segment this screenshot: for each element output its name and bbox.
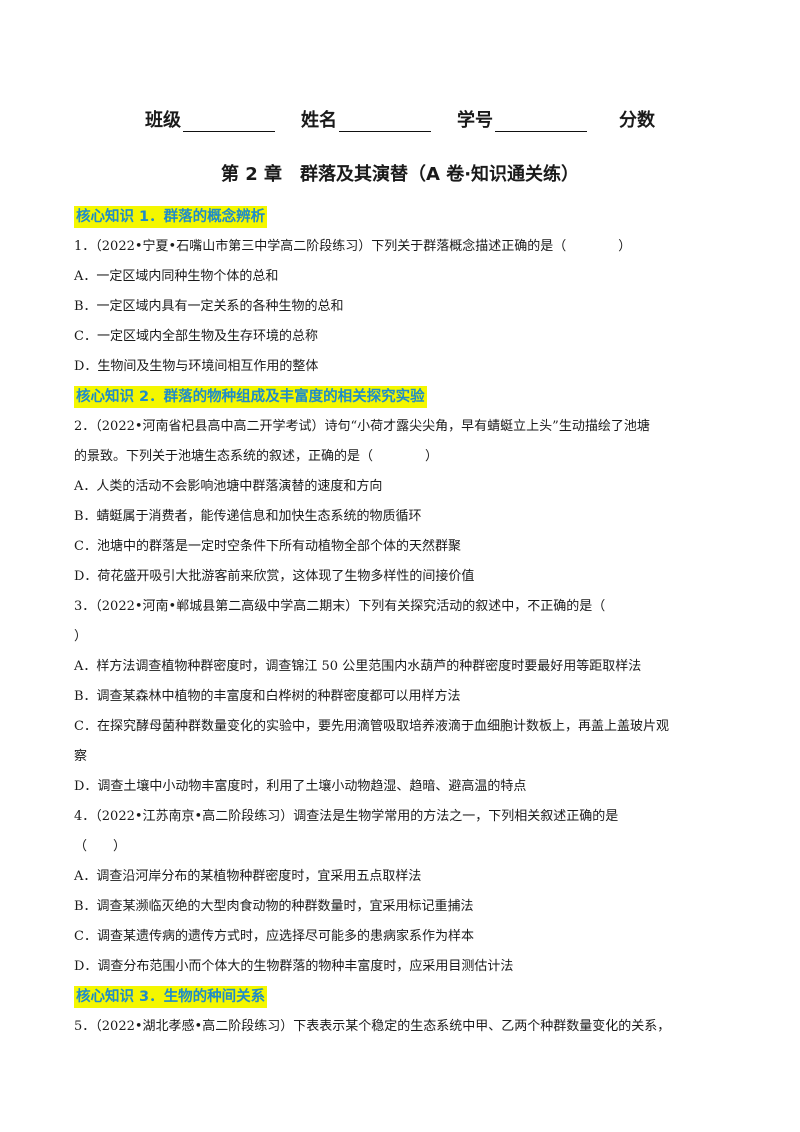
question-5: 5．（2022•湖北孝感•高二阶段练习）下表表示某个稳定的生态系统中甲、乙两个种… xyxy=(74,1012,734,1042)
section-heading: 核心知识 2．群落的物种组成及丰富度的相关探究实验 xyxy=(74,386,427,408)
option-d: D．荷花盛开吸引大批游客前来欣赏，这体现了生物多样性的间接价值 xyxy=(74,569,475,584)
section-heading: 核心知识 1．群落的概念辨析 xyxy=(74,206,268,228)
question-stem-line-1: 4．（2022•江苏南京•高二阶段练习）调查法是生物学常用的方法之一，下列相关叙… xyxy=(74,809,619,824)
option-a: A．调查沿河岸分布的某植物种群密度时，宜采用五点取样法 xyxy=(74,869,422,884)
option-a: A．样方法调查植物种群密度时，调查锦江 50 公里范围内水葫芦的种群密度时要最好… xyxy=(74,659,642,674)
option-a: A．人类的活动不会影响池塘中群落演替的速度和方向 xyxy=(74,479,383,494)
question-stem-line-2: （ ） xyxy=(74,839,127,854)
option-d: D．调查分布范围小而个体大的生物群落的物种丰富度时，应采用目测估计法 xyxy=(74,959,514,974)
option-d: D．调查土壤中小动物丰富度时，利用了土壤小动物趋湿、趋暗、避高温的特点 xyxy=(74,779,527,794)
question-2: 2．（2022•河南省杞县高中高二开学考试）诗句“小荷才露尖尖角，早有蜻蜓立上头… xyxy=(74,412,734,592)
question-stem-line-2: ） xyxy=(74,629,88,644)
section-2: 核心知识 2．群落的物种组成及丰富度的相关探究实验 xyxy=(74,382,734,412)
option-a: A．一定区域内同种生物个体的总和 xyxy=(74,269,279,284)
question-stem-line-1: 3．（2022•河南•郸城县第二高级中学高二期末）下列有关探究活动的叙述中，不正… xyxy=(74,599,606,614)
name-label: 姓名 xyxy=(301,110,337,131)
student-info-row: 班级 姓名 学号 分数 xyxy=(0,106,800,132)
id-blank[interactable] xyxy=(495,113,587,132)
option-c: C．池塘中的群落是一定时空条件下所有动植物全部个体的天然群聚 xyxy=(74,539,461,554)
document-content: 核心知识 1．群落的概念辨析 1．（2022•宁夏•石嘴山市第三中学高二阶段练习… xyxy=(74,202,734,1042)
option-b: B．蜻蜓属于消费者，能传递信息和加快生态系统的物质循环 xyxy=(74,509,422,524)
name-field: 姓名 xyxy=(301,106,431,132)
question-4: 4．（2022•江苏南京•高二阶段练习）调查法是生物学常用的方法之一，下列相关叙… xyxy=(74,802,734,982)
id-label: 学号 xyxy=(457,110,493,131)
section-3: 核心知识 3．生物的种间关系 xyxy=(74,982,734,1012)
class-label: 班级 xyxy=(145,110,181,131)
score-label: 分数 xyxy=(619,110,655,131)
option-c: C．调查某遗传病的遗传方式时，应选择尽可能多的患病家系作为样本 xyxy=(74,929,474,944)
score-field: 分数 xyxy=(619,106,655,132)
section-heading: 核心知识 3．生物的种间关系 xyxy=(74,986,268,1008)
class-field: 班级 xyxy=(145,106,275,132)
question-stem-line-1: 5．（2022•湖北孝感•高二阶段练习）下表表示某个稳定的生态系统中甲、乙两个种… xyxy=(74,1019,671,1034)
page-title: 第 2 章 群落及其演替（A 卷·知识通关练） xyxy=(220,164,580,185)
id-field: 学号 xyxy=(457,106,587,132)
question-stem-line-2: 的景致。下列关于池塘生态系统的叙述，正确的是（ ） xyxy=(74,449,439,464)
question-stem-line-1: 2．（2022•河南省杞县高中高二开学考试）诗句“小荷才露尖尖角，早有蜻蜓立上头… xyxy=(74,419,650,434)
question-3: 3．（2022•河南•郸城县第二高级中学高二期末）下列有关探究活动的叙述中，不正… xyxy=(74,592,734,802)
class-blank[interactable] xyxy=(183,113,275,132)
option-c-continued: 察 xyxy=(74,749,88,764)
question-1: 1．（2022•宁夏•石嘴山市第三中学高二阶段练习）下列关于群落概念描述正确的是… xyxy=(74,232,734,382)
question-stem: 1．（2022•宁夏•石嘴山市第三中学高二阶段练习）下列关于群落概念描述正确的是… xyxy=(74,239,632,254)
option-b: B．调查某森林中植物的丰富度和白桦树的种群密度都可以用样方法 xyxy=(74,689,461,704)
option-d: D．生物间及生物与环境间相互作用的整体 xyxy=(74,359,319,374)
name-blank[interactable] xyxy=(339,113,431,132)
option-b: B．调查某濒临灭绝的大型肉食动物的种群数量时，宜采用标记重捕法 xyxy=(74,899,474,914)
option-c: C．一定区域内全部生物及生存环境的总称 xyxy=(74,329,318,344)
option-b: B．一定区域内具有一定关系的各种生物的总和 xyxy=(74,299,344,314)
option-c: C．在探究酵母菌种群数量变化的实验中，要先用滴管吸取培养液滴于血细胞计数板上，再… xyxy=(74,719,669,734)
section-1: 核心知识 1．群落的概念辨析 xyxy=(74,202,734,232)
